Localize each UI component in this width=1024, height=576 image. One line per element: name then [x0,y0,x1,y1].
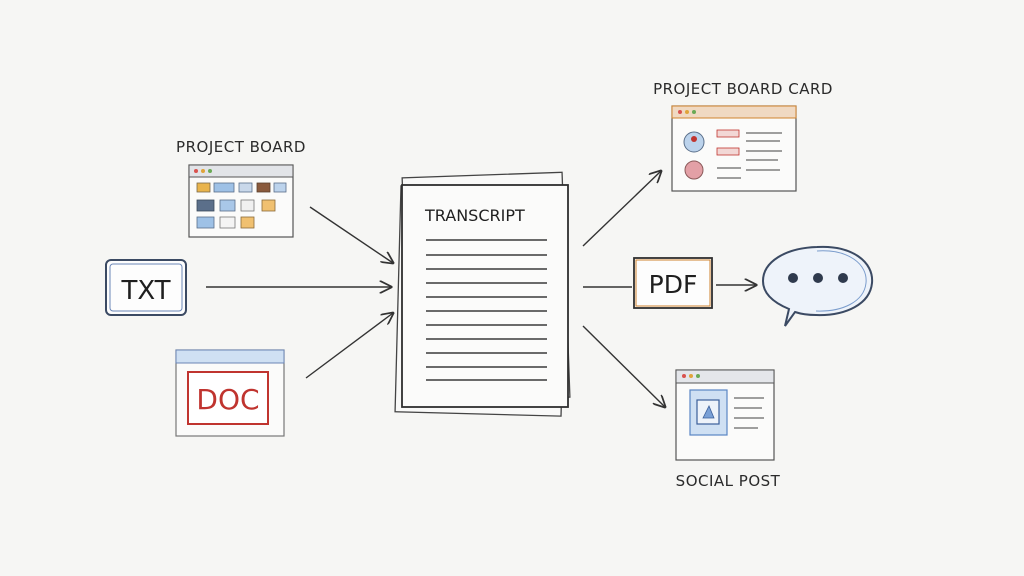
arrow-doc-to-transcript [305,313,393,379]
txt-label: TXT [120,276,170,306]
transcript-title: TRANSCRIPT [424,206,525,225]
project-board-label: PROJECT BOARD [176,138,306,156]
arrow-transcript-to-social-post [582,325,665,407]
txt-file-box: TXT [105,259,187,316]
doc-label: DOC [196,383,259,416]
doc-file-window: DOC [175,349,285,437]
project-board-window [188,164,294,238]
social-post-window [675,369,775,461]
arrow-transcript-to-card [582,171,661,247]
transcript-document: TRANSCRIPT [394,171,571,417]
pdf-file-box: PDF [633,257,713,309]
speech-bubble-icon [761,245,874,327]
pdf-label: PDF [649,270,698,299]
social-post-label: SOCIAL POST [676,472,781,490]
transcript-text-lines [426,239,547,381]
arrow-project-board-to-transcript [309,206,393,263]
project-board-card-window [671,105,797,192]
project-board-card-label: PROJECT BOARD CARD [653,80,833,98]
